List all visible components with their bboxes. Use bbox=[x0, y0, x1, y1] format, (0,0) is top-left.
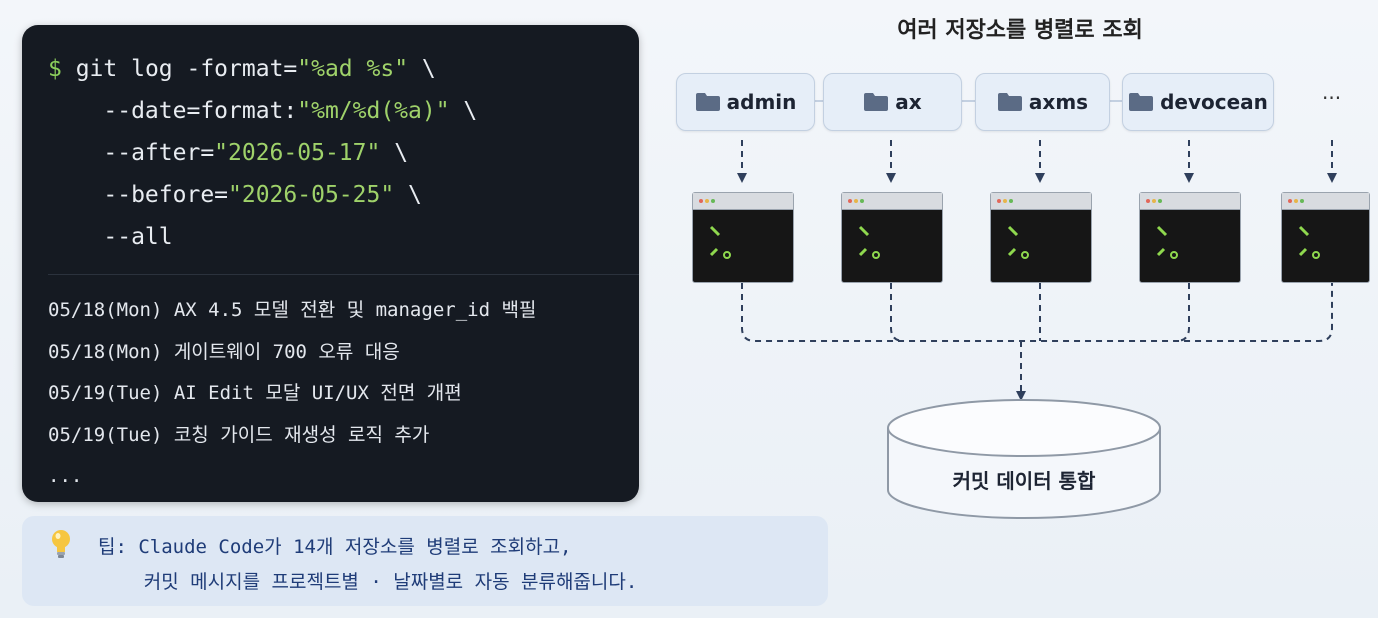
diagram-title: 여러 저장소를 병렬로 조회 bbox=[897, 18, 1143, 43]
lightbulb-icon bbox=[52, 530, 70, 558]
repo-name: axms bbox=[1028, 90, 1089, 114]
command-text: \ bbox=[380, 140, 409, 166]
terminal-window-icon bbox=[841, 192, 943, 283]
terminal-window-icon bbox=[692, 192, 794, 283]
command-text: \ bbox=[408, 56, 436, 82]
database-label: 커밋 데이터 통합 bbox=[952, 469, 1096, 493]
command-text: --all bbox=[48, 224, 173, 250]
repo-name: devocean bbox=[1160, 90, 1268, 114]
command-text: --date=format: bbox=[48, 98, 298, 124]
folder-icon bbox=[695, 93, 720, 111]
log-row: 05/18(Mon) AX 4.5 모델 전환 및 manager_id 백필 bbox=[48, 299, 537, 321]
terminal-window-icon bbox=[1139, 192, 1241, 283]
tip-text: 팁: Claude Code가 14개 저장소를 병렬로 조회하고, 커밋 메시… bbox=[98, 530, 637, 600]
git-command: $ git log -format="%ad %s" \ --date=form… bbox=[48, 48, 477, 258]
folder-icon bbox=[1129, 93, 1154, 111]
command-string: "%ad %s" bbox=[297, 56, 409, 82]
command-string: "2026-05-17" bbox=[214, 140, 381, 166]
repo-box: axms bbox=[975, 73, 1110, 131]
command-line: --after="2026-05-17" \ bbox=[48, 132, 477, 174]
repo-box: devocean bbox=[1122, 73, 1274, 131]
more-repos-indicator: ··· bbox=[1322, 86, 1342, 110]
command-text: \ bbox=[449, 98, 478, 124]
tip-box: 팁: Claude Code가 14개 저장소를 병렬로 조회하고, 커밋 메시… bbox=[22, 516, 828, 606]
commit-log-output: 05/18(Mon) AX 4.5 모델 전환 및 manager_id 백필 0… bbox=[48, 290, 536, 498]
command-text: git log -format= bbox=[61, 56, 298, 82]
terminal-divider bbox=[48, 274, 639, 275]
repo-box: ax bbox=[823, 73, 962, 131]
tip-line-2: 커밋 메시지를 프로젝트별 · 날짜별로 자동 분류해줍니다. bbox=[98, 571, 638, 593]
command-line: --before="2026-05-25" \ bbox=[48, 174, 477, 216]
command-text: --before= bbox=[48, 182, 229, 208]
tip-line-1: 팁: Claude Code가 14개 저장소를 병렬로 조회하고, bbox=[98, 536, 572, 558]
command-string: "2026-05-25" bbox=[228, 182, 395, 208]
terminal-window-icon bbox=[1281, 192, 1370, 283]
command-string: "%m/%d(%a)" bbox=[297, 98, 450, 124]
terminal-window-icon bbox=[990, 192, 1092, 283]
folder-icon bbox=[997, 93, 1022, 111]
command-line: --all bbox=[48, 216, 477, 258]
folder-icon bbox=[864, 93, 889, 111]
database-icon bbox=[887, 399, 1161, 519]
command-line: --date=format:"%m/%d(%a)" \ bbox=[48, 90, 477, 132]
log-row: ... bbox=[48, 465, 83, 487]
terminal-panel bbox=[22, 25, 639, 502]
command-text: \ bbox=[394, 182, 422, 208]
log-row: 05/19(Tue) 코칭 가이드 재생성 로직 추가 bbox=[48, 423, 430, 446]
command-text: --after= bbox=[48, 140, 215, 166]
repo-name: admin bbox=[726, 90, 797, 114]
command-line: $ git log -format="%ad %s" \ bbox=[48, 48, 477, 90]
log-row: 05/19(Tue) AI Edit 모달 UI/UX 전면 개편 bbox=[48, 382, 462, 404]
command-text: $ bbox=[48, 56, 62, 82]
log-row: 05/18(Mon) 게이트웨이 700 오류 대응 bbox=[48, 340, 400, 363]
repo-box: admin bbox=[676, 73, 815, 131]
repo-name: ax bbox=[895, 90, 922, 114]
